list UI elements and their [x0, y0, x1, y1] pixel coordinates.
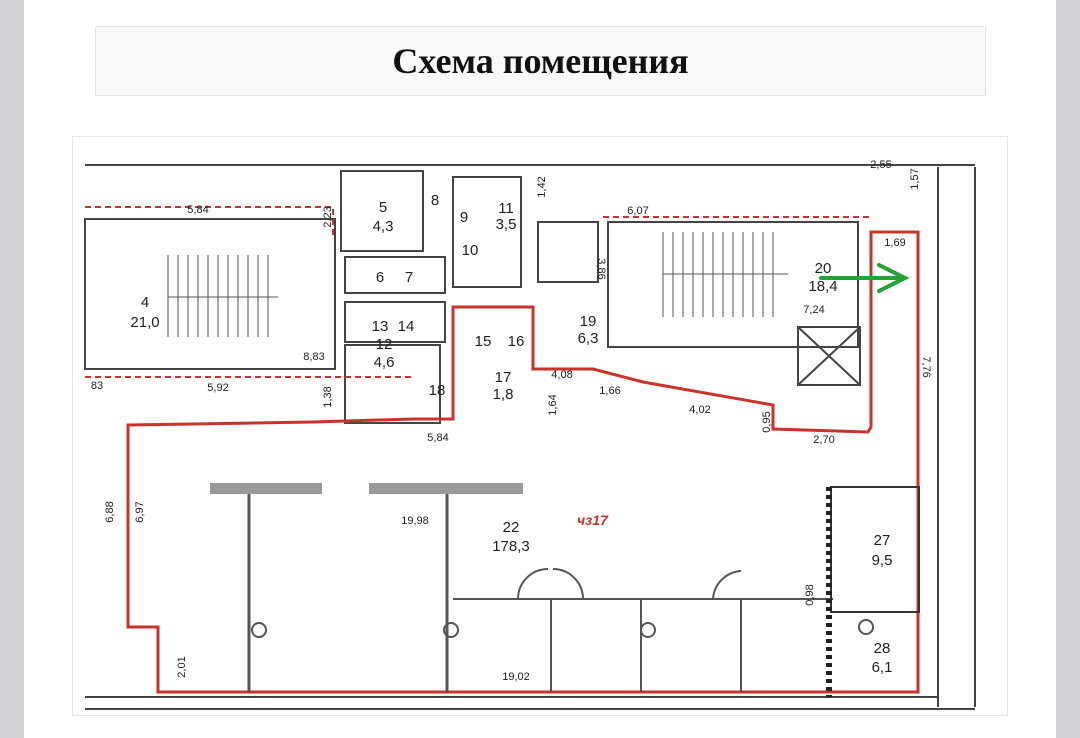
room-area: 178,3 [492, 538, 530, 555]
dimension-label: 7,76 [920, 356, 932, 377]
room-number: 27 [874, 532, 891, 549]
dimension-label: 1,42 [536, 176, 548, 197]
dimension-label: 2,70 [813, 434, 834, 446]
dimension-label: 2,23 [322, 206, 334, 227]
dimension-label: 1,69 [884, 237, 905, 249]
room-number: 19 [580, 313, 597, 330]
room-area: 1,8 [493, 386, 514, 403]
dimension-label: 6,07 [627, 205, 648, 217]
room-number: 20 [815, 260, 832, 277]
room-number: 28 [874, 640, 891, 657]
room-number: 13 [372, 318, 389, 335]
dimension-label: 6,97 [134, 501, 146, 522]
room-number: 8 [431, 192, 439, 209]
dimension-label: 0,95 [761, 411, 773, 432]
dimension-label: 1,57 [909, 168, 921, 189]
room-number: 7 [405, 269, 413, 286]
room-number: 10 [462, 242, 479, 259]
room-area: 6,3 [578, 330, 599, 347]
dimension-label: 1,66 [599, 385, 620, 397]
dimension-label: 5,92 [207, 382, 228, 394]
dimension-label: 5,84 [427, 432, 448, 444]
room-number: 9 [460, 209, 468, 226]
room-area: 9,5 [872, 552, 893, 569]
room-area: 21,0 [130, 314, 159, 331]
room-area: 3,5 [496, 216, 517, 233]
page-title: Схема помещения [392, 41, 689, 81]
dimension-label: 2,55 [870, 159, 891, 171]
room-area: 4,3 [373, 218, 394, 235]
room-number: 14 [398, 318, 415, 335]
dimension-label: 0,98 [804, 584, 816, 605]
floor-plan-drawing: чз17 4 21,0 5 4,3 6 7 8 9 10 11 3,5 12 4… [84, 159, 976, 710]
dimension-label: 8,83 [303, 351, 324, 363]
room-number: 5 [379, 199, 387, 216]
dimension-label: 4,02 [689, 404, 710, 416]
floor-plan[interactable]: чз17 4 21,0 5 4,3 6 7 8 9 10 11 3,5 12 4… [72, 136, 1008, 716]
room-area: 4,6 [374, 354, 395, 371]
room-number: 18 [429, 382, 446, 399]
dimension-label: 3,86 [595, 258, 607, 279]
room-number: 6 [376, 269, 384, 286]
dimension-label: 5,84 [187, 204, 208, 216]
room-number: 17 [495, 369, 512, 386]
dimension-label: 1,64 [547, 394, 559, 415]
dimension-label: 4,08 [551, 369, 572, 381]
room-number: 22 [503, 519, 520, 536]
plan-stamp: чз17 [577, 512, 609, 528]
room-number: 11 [498, 200, 514, 217]
dimension-label: 2,01 [176, 656, 188, 677]
dimension-label: 6,88 [104, 501, 116, 522]
dimension-label: 19,98 [401, 515, 429, 527]
dimension-label: 19,02 [502, 671, 530, 683]
dimension-label: 1,38 [322, 386, 334, 407]
room-area: 6,1 [872, 659, 893, 676]
room-number: 15 [475, 333, 492, 350]
room-number: 16 [508, 333, 525, 350]
title-box: Схема помещения [95, 26, 986, 96]
room-area: 18,4 [808, 278, 837, 295]
room-number: 12 [376, 336, 393, 353]
page-sheet: Схема помещения [24, 0, 1056, 738]
room-number: 4 [141, 294, 149, 311]
dimension-label: 83 [91, 380, 103, 392]
dimension-label: 7,24 [803, 304, 824, 316]
